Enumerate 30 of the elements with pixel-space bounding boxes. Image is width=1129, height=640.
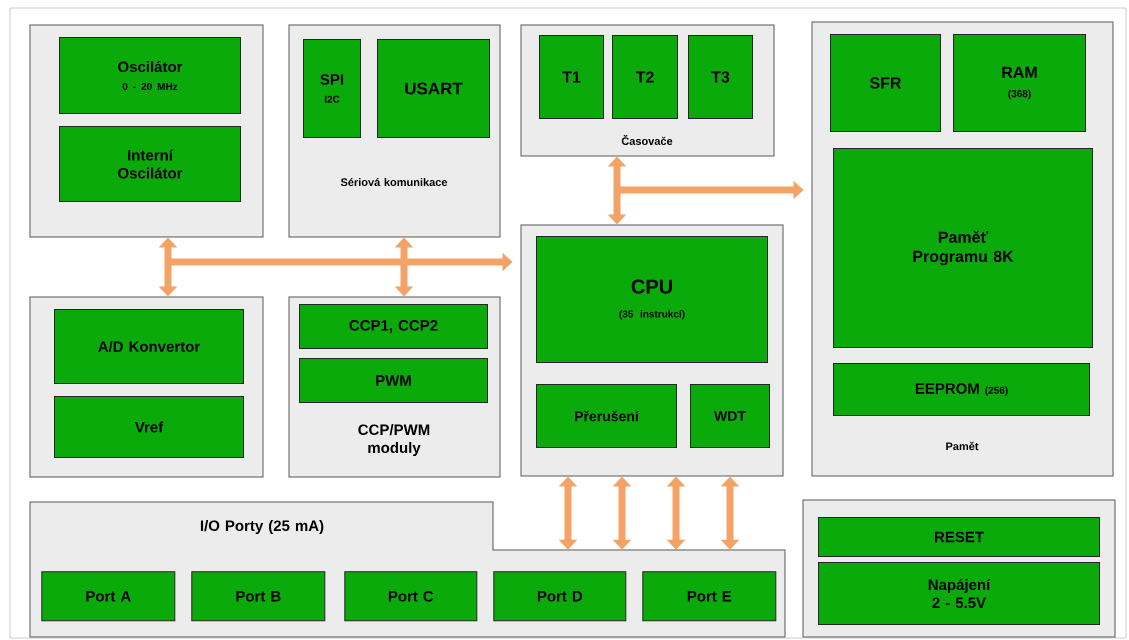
module-box: Vref — [54, 396, 244, 458]
module-box: RESET — [818, 517, 1100, 557]
module-box: Port C — [344, 571, 478, 622]
panel-heading: I/O Porty (25 mA) — [200, 520, 324, 534]
module-box: USART — [377, 39, 490, 138]
panel-heading: Časovače — [621, 135, 673, 145]
module-box: Interní Oscilátor — [59, 126, 241, 202]
module-box: WDT — [690, 384, 770, 448]
panel-heading: CCP/PWM moduly — [358, 424, 430, 456]
module-box: Paměť Programu 8K — [833, 148, 1093, 348]
module-box: CCP1, CCP2 — [299, 304, 488, 349]
module-box: PWM — [299, 358, 488, 403]
module-box: SFR — [830, 34, 941, 132]
module-box: Přerušení — [536, 384, 677, 448]
module-box: Port A — [41, 571, 176, 622]
module-box: T1 — [539, 35, 604, 119]
module-box: Port D — [493, 571, 627, 622]
module-box: Port E — [642, 571, 777, 622]
panel-heading: Pamět — [946, 441, 979, 451]
module-box: CPU (35 instrukcí) — [536, 236, 768, 363]
module-box: SPI I2C — [303, 39, 361, 138]
module-box: Napájení 2 - 5.5V — [818, 562, 1100, 625]
module-box: A/D Konvertor — [54, 309, 244, 384]
module-box: RAM (368) — [953, 34, 1086, 132]
module-box: Oscilátor 0 - 20 MHz — [59, 37, 241, 114]
panel-heading: Sériová komunikace — [340, 177, 448, 187]
module-box: T2 — [612, 35, 678, 119]
module-box: EEPROM (256) — [833, 363, 1090, 416]
module-box: Port B — [191, 571, 326, 622]
module-box: T3 — [688, 35, 753, 119]
